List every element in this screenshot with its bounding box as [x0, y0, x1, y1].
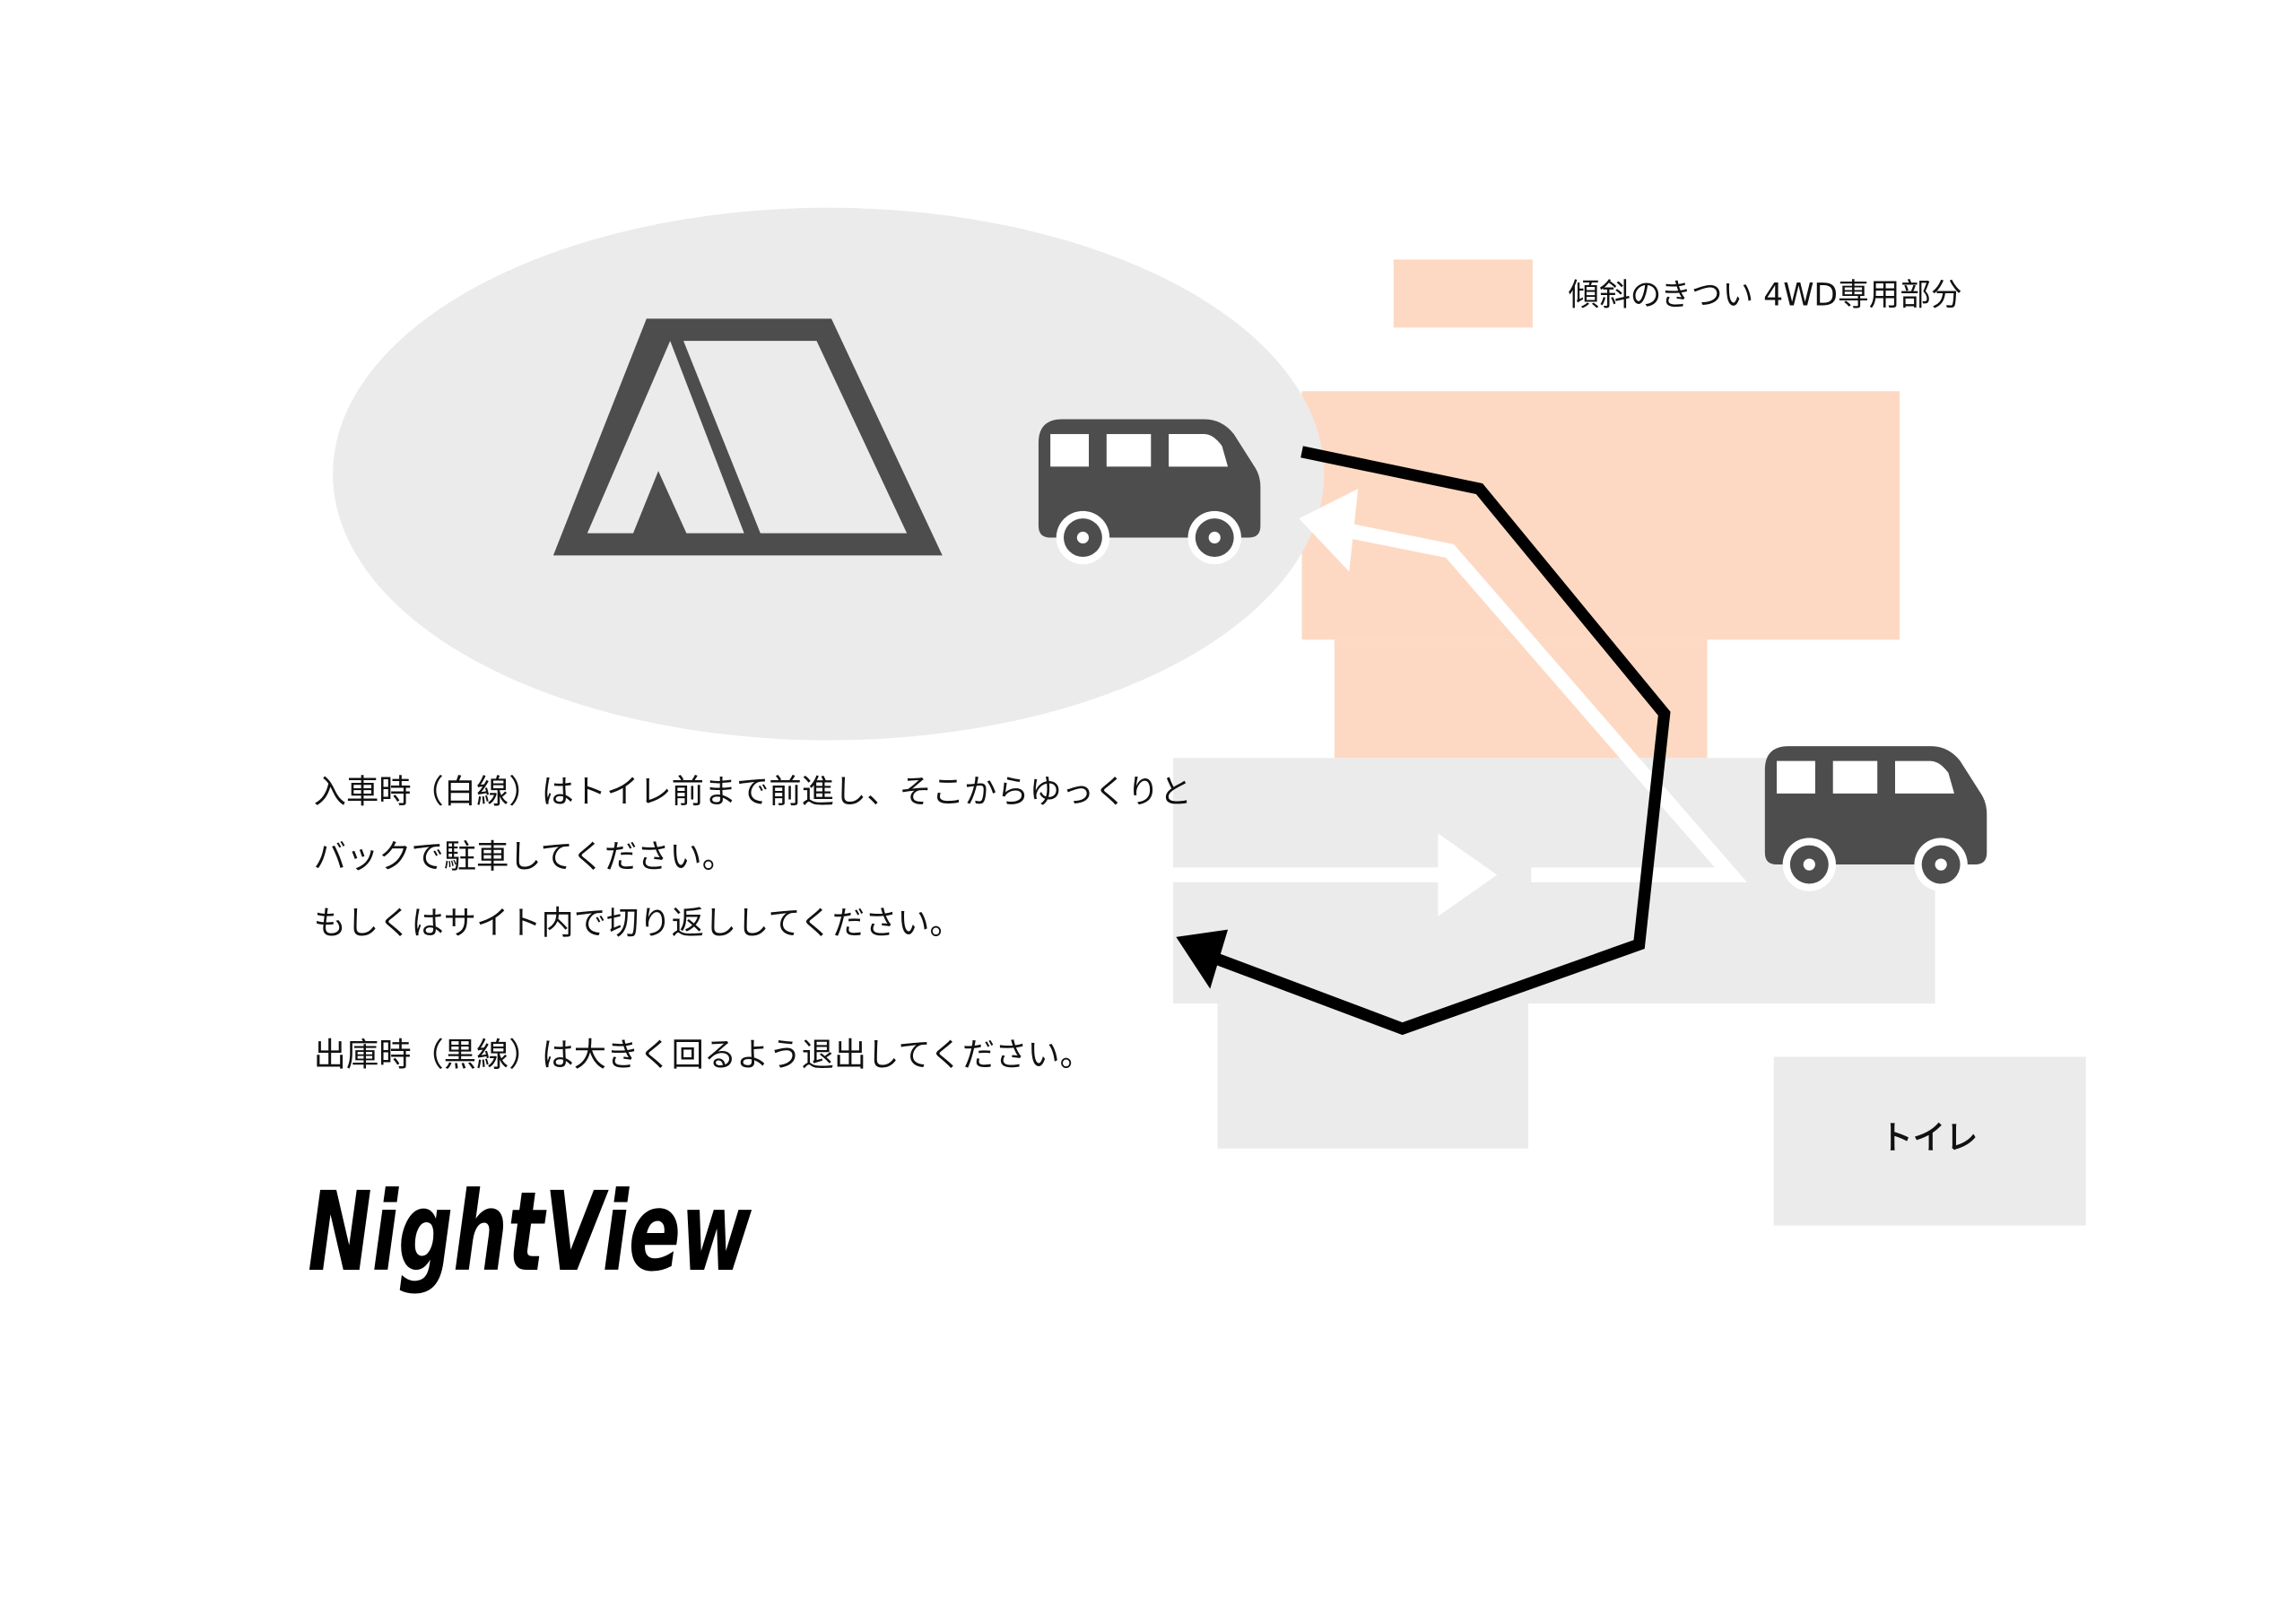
campsite-area: [333, 207, 1325, 741]
instruction-line: 出庫時（黒線）は大きく回るよう退出してください。: [314, 1035, 1092, 1073]
legend-label: 傾斜のきつい 4WD専用部分: [1568, 278, 1961, 314]
tent-icon: [552, 318, 943, 556]
nightview-logo: NightView: [308, 1168, 752, 1296]
toilet-building: トイレ: [1773, 1056, 2086, 1226]
instructions: 入車時（白線）はトイレ前まで前進し、そこからゆっくりと バックで駐車してください…: [314, 772, 1192, 1074]
instruction-line: 入車時（白線）はトイレ前まで前進し、そこからゆっくりと: [314, 772, 1192, 811]
entry-route-white: [1173, 489, 1747, 916]
instruction-line: バックで駐車してください。: [314, 837, 735, 875]
toilet-label: トイレ: [1881, 1118, 1979, 1157]
legend-swatch: [1393, 259, 1533, 328]
slope-4wd-area: [1301, 391, 1900, 759]
instruction-line: もしくはサイト内で切り返ししてください。: [314, 904, 962, 942]
exit-route-black: [1176, 446, 1671, 1036]
